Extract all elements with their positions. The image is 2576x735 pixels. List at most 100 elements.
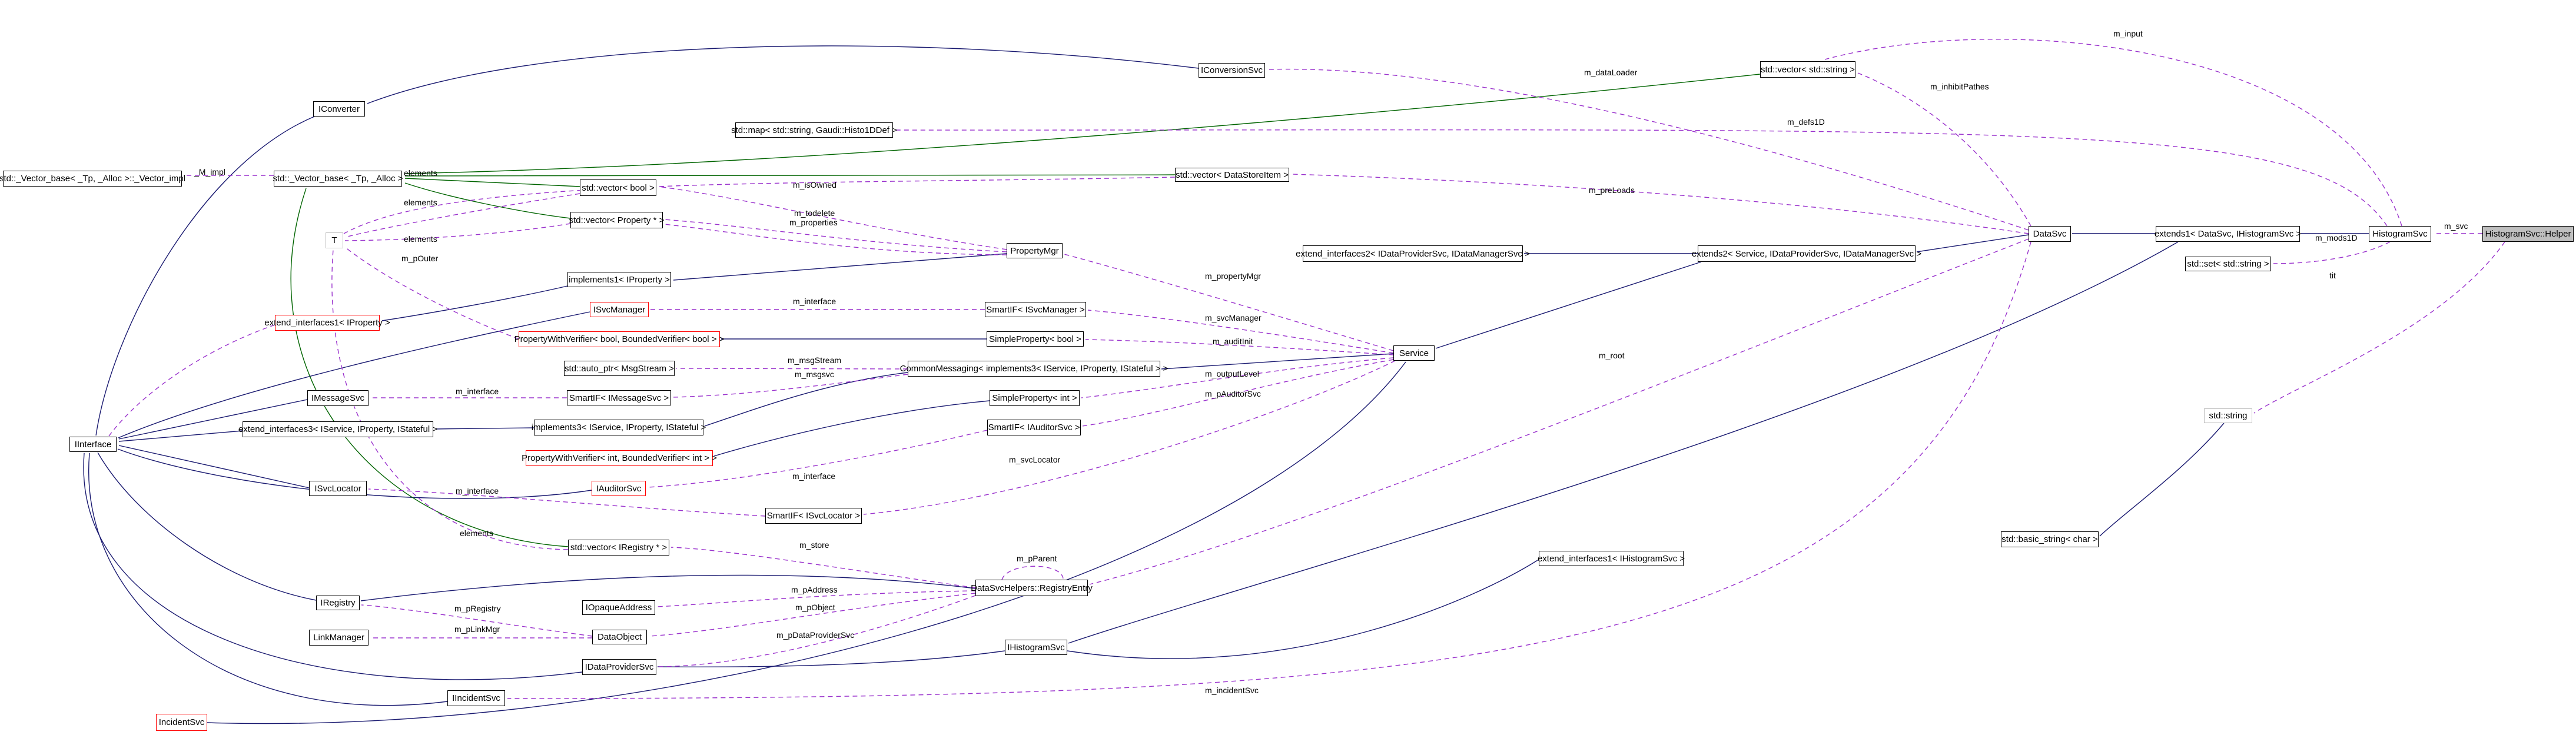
edge-isvcmanager-to-iinterface [118,311,590,438]
edge-datasvc-to-extends2 [1916,234,2029,252]
node-extend-interfaces1-ihistogramsvc[interactable]: extend_interfaces1< IHistogramSvc > [1538,551,1685,566]
edge-histogramsvc-helper-to-std-string [2253,241,2505,414]
edge-label-m-auditinit: m_auditInit [1213,337,1253,346]
edge-extends2-to-service [1435,261,1702,349]
node-iregistry[interactable]: IRegistry [316,596,360,610]
edge-label-m-pobject: m_pObject [795,603,835,612]
node-commonmessaging[interactable]: CommonMessaging< implements3< IService, … [900,361,1168,377]
edge-smartif-isvclocator-to-isvclocator [368,488,766,517]
edge-extend-interfaces3-to-iinterface [118,430,243,442]
node-autoptr-msgstream[interactable]: std::auto_ptr< MsgStream > [564,361,675,376]
node-iincidentsvc[interactable]: IIncidentSvc [447,690,505,706]
node-pwv-int[interactable]: PropertyWithVerifier< int, BoundedVerifi… [522,450,717,466]
node-iauditorsvc[interactable]: IAuditorSvc [592,481,646,496]
node-vector-datastoreitem[interactable]: std::vector< DataStoreItem > [1175,168,1289,182]
edge-smartif-iauditorsvc-to-iauditorsvc [647,430,988,488]
node-basic-string-char[interactable]: std::basic_string< char > [2001,531,2099,547]
edge-label-m-svcmanager: m_svcManager [1205,313,1262,322]
edge-iconversionsvc-to-iconverter [367,45,1199,104]
edge-propertymgr-to-implements1-iproperty [673,253,1007,281]
node-smartif-iauditorsvc[interactable]: SmartIF< IAuditorSvc > [987,420,1081,435]
edge-pwv-bool-to-t [344,247,519,340]
node-implements1-iproperty[interactable]: implements1< IProperty > [567,272,671,287]
node-iinterface[interactable]: IInterface [69,437,117,452]
edge-idataprovidersvc-to-iinterface [83,453,583,680]
edge-registryentry-to-iregistry [360,574,976,601]
edge-registryentry-to-registryentry [1001,566,1064,580]
edge-simpleproperty-int-to-pwv-int [713,400,990,457]
edge-service-to-propertymgr [1064,254,1394,351]
node-datasvc[interactable]: DataSvc [2029,226,2071,242]
edge-label-m-interface: m_interface [793,297,836,306]
node-linkmanager[interactable]: LinkManager [309,630,369,646]
node-iconverter[interactable]: IConverter [313,101,365,117]
edge-extends1-to-ihistogramsvc [1068,241,2179,644]
node-pwv-bool[interactable]: PropertyWithVerifier< bool, BoundedVerif… [514,331,724,347]
node-service[interactable]: Service [1393,345,1435,361]
node-propertymgr[interactable]: PropertyMgr [1007,243,1063,258]
node-histogramsvc[interactable]: HistogramSvc [2369,226,2431,242]
edge-label-m-pdataprovidersvc: m_pDataProviderSvc [776,630,855,640]
node-isvclocator[interactable]: ISvcLocator [309,481,367,496]
node-extends1[interactable]: extends1< DataSvc, IHistogramSvc > [2155,226,2301,242]
edge-extend-interfaces1-iproperty-to-iinterface [108,324,275,437]
edge-label-m-svclocator: m_svcLocator [1009,455,1061,464]
node-vector-bool[interactable]: std::vector< bool > [580,179,656,196]
edge-commonmessaging-to-autoptr-msgstream [676,368,908,370]
edge-vector-datastoreitem-to-t [343,177,1176,234]
edge-label-m-incidentsvc: m_incidentSvc [1205,686,1259,695]
node-dataobject[interactable]: DataObject [592,630,647,644]
node-set-string[interactable]: std::set< std::string > [2185,257,2271,271]
node-imessagesvc[interactable]: IMessageSvc [307,390,369,406]
edge-vector-string-to-vector-base [404,74,1761,174]
node-iconversionsvc[interactable]: IConversionSvc [1199,63,1265,78]
edge-label-m-pregistry: m_pRegistry [454,604,501,613]
edge-iconverter-to-iinterface [95,116,315,436]
node-iopaqueaddress[interactable]: IOpaqueAddress [582,600,655,615]
node-smartif-isvclocator[interactable]: SmartIF< ISvcLocator > [765,508,862,524]
node-map-histo1ddef[interactable]: std::map< std::string, Gaudi::Histo1DDef… [731,122,897,138]
edge-label-m-paddress: m_pAddress [791,585,838,594]
node-simpleproperty-int[interactable]: SimpleProperty< int > [990,390,1080,406]
node-histogramsvc-helper: HistogramSvc::Helper [2482,226,2574,242]
node-vector-property[interactable]: std::vector< Property * > [569,212,664,228]
edge-vector-property-to-vector-base [404,182,571,219]
node-extend-interfaces2[interactable]: extend_interfaces2< IDataProviderSvc, ID… [1296,245,1530,262]
node-extend-interfaces3[interactable]: extend_interfaces3< IService, IProperty,… [238,421,437,437]
edge-label-m-pparent: m_pParent [1017,554,1057,563]
node-idataprovidersvc[interactable]: IDataProviderSvc [582,659,656,675]
node-registryentry[interactable]: DataSvcHelpers::RegistryEntry [971,580,1093,596]
edge-datasvc-to-registryentry [1089,238,2029,585]
node-ihistogramsvc[interactable]: IHistogramSvc [1005,640,1067,655]
edge-label-m-pauditorsvc: m_pAuditorSvc [1205,389,1261,398]
edge-registryentry-to-iopaqueaddress [656,590,976,607]
edge-paths [83,39,2505,724]
edge-service-to-smartif-iauditorsvc [1082,359,1394,427]
node-extend-interfaces1-iproperty[interactable]: extend_interfaces1< IProperty > [264,315,390,331]
node-implements3[interactable]: implements3< IService, IProperty, IState… [532,420,706,435]
edge-label-m-isowned: m_isOwned [793,180,836,189]
node-vector-iregistry[interactable]: std::vector< IRegistry * > [568,540,669,556]
edge-datasvc-to-vector-datastoreitem [1291,174,2029,234]
edge-label-m-interface: m_interface [456,486,499,495]
node-vector-impl[interactable]: std::_Vector_base< _Tp, _Alloc >::_Vecto… [0,171,185,187]
edge-imessagesvc-to-iinterface [118,399,308,440]
edge-label-m-plinkmgr: m_pLinkMgr [454,624,500,634]
node-simpleproperty-bool[interactable]: SimpleProperty< bool > [987,331,1084,347]
edge-service-to-smartif-isvclocator [863,360,1396,515]
node-incidentsvc[interactable]: IncidentSvc [156,714,207,731]
node-smartif-isvcmanager[interactable]: SmartIF< ISvcManager > [985,302,1086,317]
edge-registryentry-to-dataobject [648,593,976,637]
node-vector-string[interactable]: std::vector< std::string > [1760,61,1855,78]
node-vector-base[interactable]: std::_Vector_base< _Tp, _Alloc > [273,171,403,187]
edge-service-to-commonmessaging [1161,353,1394,370]
edge-label-m-mods1d: m_mods1D [2315,233,2358,242]
node-t: T [326,232,343,248]
node-smartif-imessagesvc[interactable]: SmartIF< IMessageSvc > [567,390,671,405]
node-extends2[interactable]: extends2< Service, IDataProviderSvc, IDa… [1692,245,1921,262]
edge-label-m-defs1d: m_defs1D [1787,117,1825,127]
edge-service-to-simpleproperty-bool [1085,339,1394,355]
node-isvcmanager[interactable]: ISvcManager [590,302,649,317]
